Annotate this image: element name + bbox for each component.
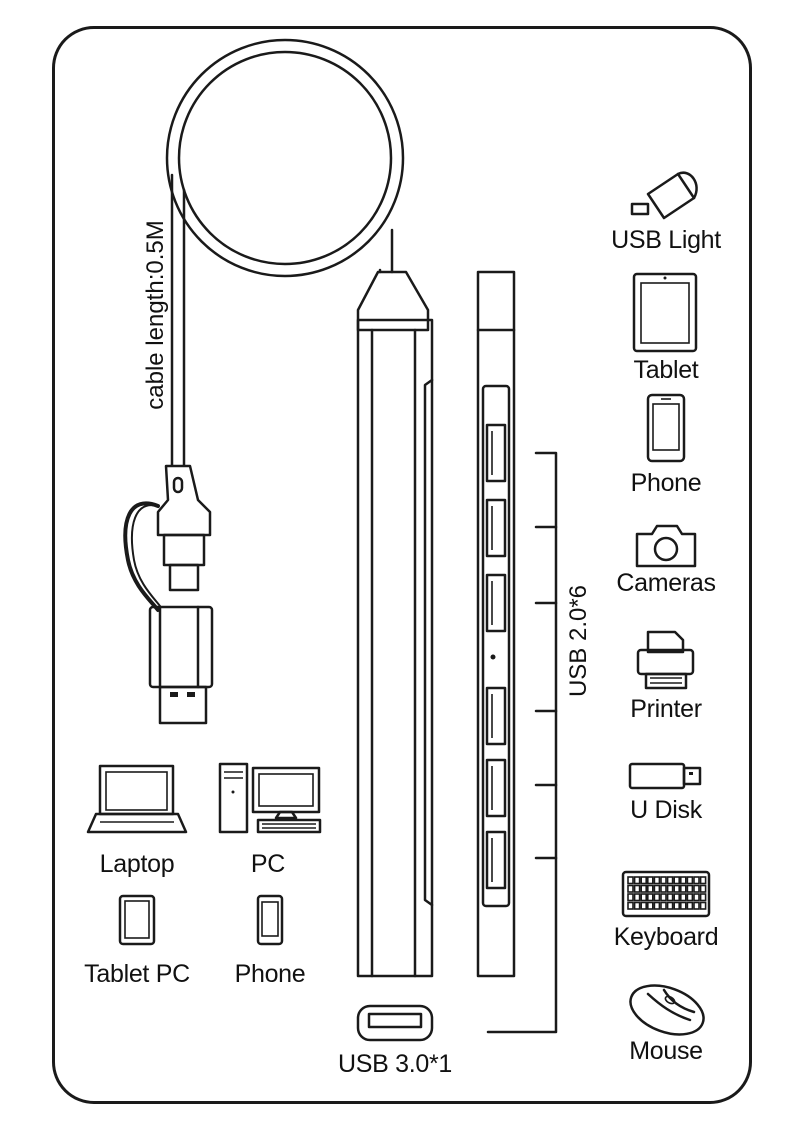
usb3-port-label: USB 3.0*1 <box>337 1050 453 1078</box>
device-label-keyboard: Keyboard <box>613 923 719 951</box>
usb2-ports <box>485 423 507 890</box>
tablet-icon <box>118 894 156 946</box>
mouse-icon <box>629 984 705 1036</box>
usb2-port-slot <box>485 423 507 483</box>
device-label-phone: Phone <box>630 469 702 497</box>
device-label-cameras: Cameras <box>616 569 716 597</box>
device-label-printer: Printer <box>630 695 702 723</box>
usb2-port-slot <box>485 758 507 818</box>
phone-icon <box>256 894 284 946</box>
usb2-port-slot <box>485 830 507 890</box>
cable-length-label: cable length:0.5M <box>142 220 169 410</box>
device-label-mouse: Mouse <box>629 1037 703 1065</box>
host-label-tablet-pc: Tablet PC <box>84 960 190 988</box>
phone-icon <box>646 393 686 463</box>
pc-icon <box>218 762 322 834</box>
hub-body-front <box>356 270 434 978</box>
laptop-icon <box>86 764 188 834</box>
usb3-port-icon <box>356 1004 434 1042</box>
printer-icon <box>636 630 695 690</box>
usb-light-icon <box>630 171 698 220</box>
keyboard-icon <box>621 870 711 918</box>
device-label-u-disk: U Disk <box>630 796 702 824</box>
tablet-icon <box>632 272 698 353</box>
usb2-ports-label: USB 2.0*6 <box>565 584 592 698</box>
hub-body-side <box>476 270 516 978</box>
usb2-port-slot <box>485 498 507 558</box>
usb2-bracket <box>486 451 558 1034</box>
host-label-pc: PC <box>250 850 286 878</box>
cable-coil <box>165 38 405 467</box>
u-disk-icon <box>628 762 702 790</box>
host-label-laptop: Laptop <box>99 850 175 878</box>
usb2-port-slot <box>485 573 507 633</box>
usb2-port-slot <box>485 686 507 746</box>
host-label-phone: Phone <box>234 960 306 988</box>
diagram-frame <box>52 26 752 1104</box>
device-label-usb-light: USB Light <box>611 226 721 254</box>
cable-plugs <box>123 464 214 725</box>
device-label-tablet: Tablet <box>633 356 699 384</box>
camera-icon <box>635 524 697 568</box>
